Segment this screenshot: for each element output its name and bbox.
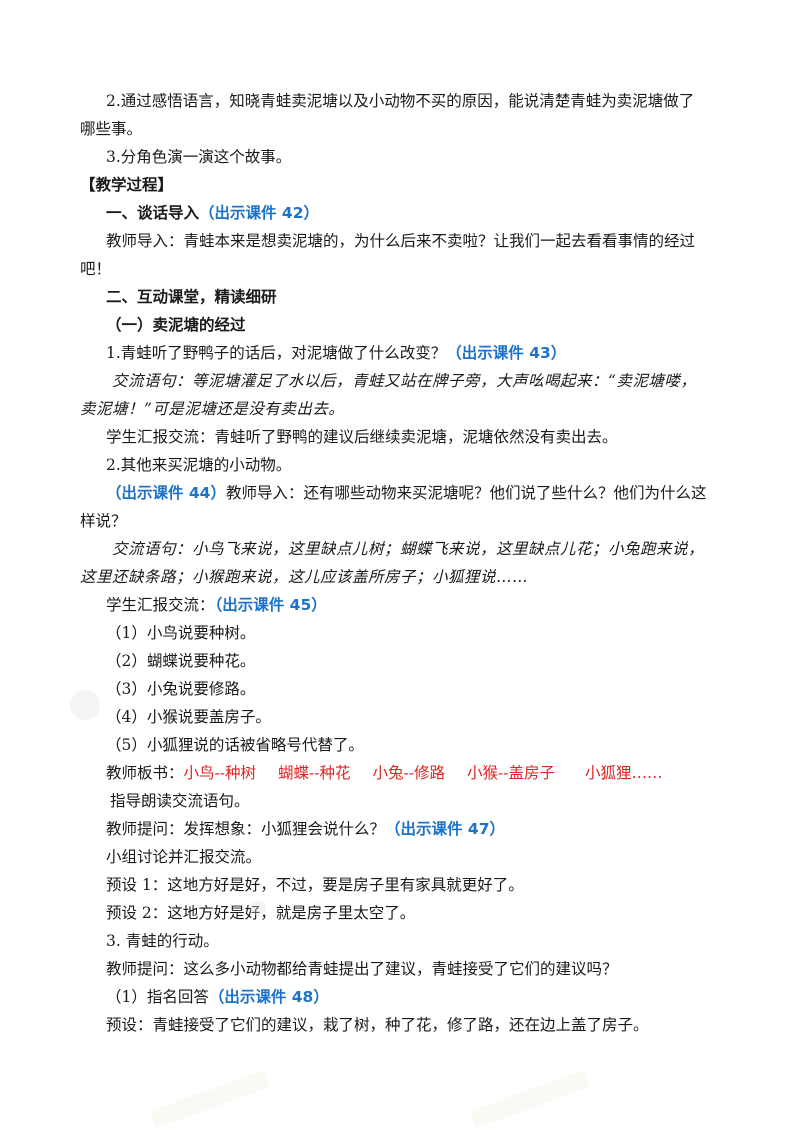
board-writing-row: 教师板书：小鸟--种树 蝴蝶--种花 小兔--修路 小猴--盖房子 小狐狸…… <box>106 762 662 784</box>
student-report-1: 学生汇报交流：青蛙听了野鸭的建议后继续卖泥塘，泥塘依然没有卖出去。 <box>106 428 618 446</box>
section-1-paragraph-line1: 教师导入：青蛙本来是想卖泥塘的，为什么后来不卖啦？让我们一起去看看事情的经过 <box>106 232 696 250</box>
preset-2: 预设 2：这地方好是好，就是房子里太空了。 <box>106 904 416 922</box>
watermark-mark <box>470 1070 590 1128</box>
board-item: 小鸟--种树 <box>183 764 256 782</box>
group-discussion: 小组讨论并汇报交流。 <box>106 848 262 866</box>
answer-1-text: （1）指名回答 <box>106 988 209 1006</box>
courseware-ref-47: （出示课件 47） <box>385 820 505 838</box>
courseware-ref-43: （出示课件 43） <box>446 344 567 362</box>
courseware-ref-48: （出示课件 48） <box>208 988 329 1006</box>
teacher-question-1-row: 教师提问：发挥想象：小狐狸会说什么？（出示课件 47） <box>106 818 505 840</box>
section-1-title: 一、谈话导入 <box>106 203 200 222</box>
subsection-1-title: （一）卖泥塘的经过 <box>106 315 246 334</box>
question-2-intro-line1: 教师导入：还有哪些动物来买泥塘呢？他们说了些什么？他们为什么这 <box>225 484 707 502</box>
exchange-sentence-2-line1: 交流语句：小鸟飞来说，这里缺点儿树；蝴蝶飞来说，这里缺点儿花；小兔跑来说， <box>112 540 705 558</box>
objective-2-line1: 2.通过感悟语言，知晓青蛙卖泥塘以及小动物不买的原因，能说清楚青蛙为卖泥塘做了 <box>106 92 695 110</box>
reading-guide: 指导朗读交流语句。 <box>110 792 250 810</box>
exchange-sentence-1-line2: 卖泥塘！”可是泥塘还是没有卖出去。 <box>80 400 345 418</box>
question-1-row: 1.青蛙听了野鸭子的话后，对泥塘做了什么改变？（出示课件 43） <box>106 342 566 364</box>
watermark-mark <box>150 1070 270 1128</box>
question-2: 2.其他来买泥塘的小动物。 <box>106 456 292 474</box>
objective-3: 3.分角色演一演这个故事。 <box>106 148 292 166</box>
courseware-ref-42: （出示课件 42） <box>199 204 319 222</box>
list-item: （5）小狐狸说的话被省略号代替了。 <box>106 736 364 754</box>
board-item: 蝴蝶--种花 <box>278 764 351 782</box>
board-writing-label: 教师板书： <box>106 764 184 782</box>
watermark-mark <box>65 685 105 725</box>
teacher-question-2: 教师提问：这么多小动物都给青蛙提出了建议，青蛙接受了它们的建议吗？ <box>106 960 618 978</box>
board-item: 小兔--修路 <box>372 764 445 782</box>
board-item: 小狐狸…… <box>584 764 663 782</box>
student-report-2-text: 学生汇报交流： <box>106 596 215 614</box>
exchange-sentence-1-line1: 交流语句：等泥塘灌足了水以后，青蛙又站在牌子旁，大声吆喝起来：“卖泥塘喽， <box>112 372 697 390</box>
exchange-sentence-2-line2: 这里还缺条路；小猴跑来说，这儿应该盖所房子；小狐狸说…… <box>80 568 529 586</box>
section-2-title: 二、互动课堂，精读细研 <box>106 287 277 306</box>
section-1-paragraph-line2: 吧！ <box>80 260 112 278</box>
answer-1-row: （1）指名回答（出示课件 48） <box>106 986 329 1008</box>
question-1-text: 1.青蛙听了野鸭子的话后，对泥塘做了什么改变？ <box>106 344 447 362</box>
preset-1: 预设 1：这地方好是好，不过，要是房子里有家具就更好了。 <box>106 876 524 894</box>
list-item: （4）小猴说要盖房子。 <box>106 708 271 726</box>
section-1-title-row: 一、谈话导入（出示课件 42） <box>106 202 319 224</box>
courseware-ref-44: （出示课件 44） <box>106 484 226 502</box>
teacher-question-1-text: 教师提问：发挥想象：小狐狸会说什么？ <box>106 820 386 838</box>
list-item: （3）小兔说要修路。 <box>106 680 256 698</box>
board-item: 小猴--盖房子 <box>466 764 555 782</box>
question-2-intro-row: （出示课件 44）教师导入：还有哪些动物来买泥塘呢？他们说了些什么？他们为什么这 <box>106 482 706 504</box>
courseware-ref-45: （出示课件 45） <box>214 596 327 614</box>
question-2-intro-line2: 样说？ <box>80 512 127 530</box>
objective-2-line2: 哪些事。 <box>80 120 143 138</box>
list-item: （2）蝴蝶说要种花。 <box>106 652 256 670</box>
preset-3: 预设：青蛙接受了它们的建议，栽了树，种了花，修了路，还在边上盖了房子。 <box>106 1016 649 1034</box>
student-report-2-row: 学生汇报交流：（出示课件 45） <box>106 594 327 616</box>
question-3: 3. 青蛙的行动。 <box>106 932 219 950</box>
section-heading-teaching-process: 【教学过程】 <box>80 175 174 194</box>
list-item: （1）小鸟说要种树。 <box>106 624 256 642</box>
